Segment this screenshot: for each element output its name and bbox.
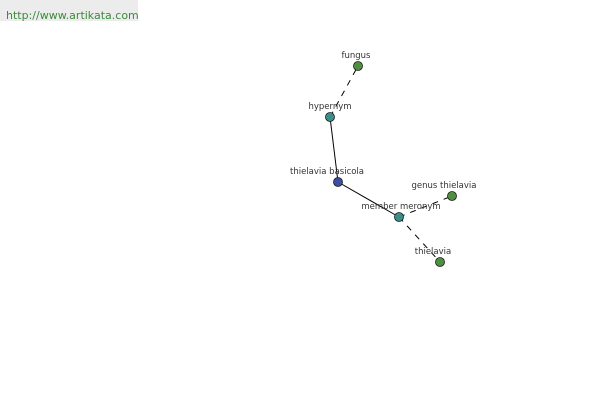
node-label-thielavia[interactable]: thielavia: [415, 247, 451, 257]
edge-member-meronym-genus-thielavia: [398, 195, 453, 218]
node-label-member-meronym[interactable]: member meronym: [361, 202, 440, 212]
edge-hypernym-fungus: [329, 65, 359, 118]
graph-nodes: [325, 61, 457, 267]
node-label-hypernym[interactable]: hypernym: [308, 102, 351, 112]
node-label-thielavia-basicola[interactable]: thielavia basicola: [290, 167, 364, 177]
edge-thielavia-basicola-member-meronym: [337, 181, 400, 218]
node-hypernym[interactable]: [325, 112, 335, 122]
node-thielavia[interactable]: [435, 257, 445, 267]
edge-member-meronym-thielavia: [398, 216, 441, 263]
graph-labels: fungus hypernym thielavia basicola member m…: [290, 51, 477, 257]
graph-edges: [329, 65, 453, 263]
node-fungus[interactable]: [353, 61, 363, 71]
node-member-meronym[interactable]: [394, 212, 404, 222]
node-label-genus-thielavia[interactable]: genus thielavia: [411, 181, 476, 191]
watermark-url[interactable]: http://www.artikata.com: [6, 9, 139, 22]
node-genus-thielavia[interactable]: [447, 191, 457, 201]
edge-thielavia-basicola-hypernym: [329, 116, 339, 183]
watermark-bar: http://www.artikata.com: [0, 0, 139, 22]
node-thielavia-basicola[interactable]: [333, 177, 343, 187]
node-label-fungus[interactable]: fungus: [342, 51, 372, 61]
